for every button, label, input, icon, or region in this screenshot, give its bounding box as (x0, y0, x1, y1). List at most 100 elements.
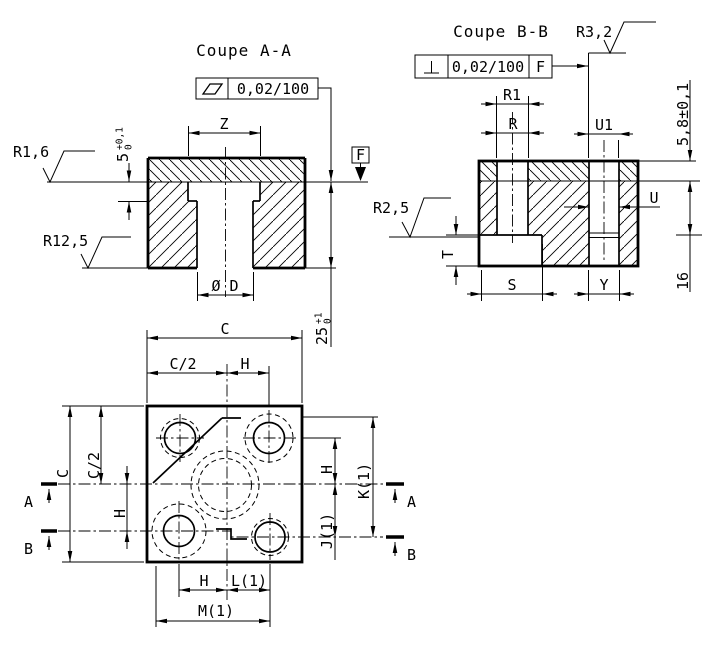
aa-body-hatch (148, 182, 305, 268)
dim-label-z: Z (219, 115, 228, 133)
aa-top-band-hatch (148, 158, 305, 182)
cut-marker-b-left: B (24, 529, 57, 558)
dim-label-u1: U1 (595, 116, 613, 134)
plan-dim-h-right: H (303, 437, 341, 484)
plan-dim-h-bottom: H (178, 564, 227, 597)
dim-height25-upper-tol: +1 (314, 312, 325, 324)
dim-label-c2-top: C/2 (169, 355, 196, 373)
perpendicularity-value: 0,02/100 (452, 58, 524, 76)
dim-label-height25: 25 (313, 327, 331, 345)
cut-marker-a-right: A (386, 482, 416, 511)
roughness-r125-label: R12,5 (43, 232, 88, 250)
cut-label-b-left: B (24, 540, 33, 558)
bb-dim-u1: U1 (574, 116, 633, 158)
dim-label-u: U (649, 189, 658, 207)
aa-dim-z: Z (188, 115, 261, 156)
hole-top-right (243, 410, 297, 466)
bb-part (477, 112, 640, 268)
dim-label-j1: J(1) (318, 513, 336, 549)
dim-height25-lower-tol: 0 (323, 318, 334, 324)
dim-label-h-left: H (111, 509, 129, 518)
dim-label-l1: L(1) (231, 572, 267, 590)
roughness-icon (603, 21, 656, 55)
dim-label-t: T (439, 250, 457, 259)
cut-label-a-right: A (407, 493, 416, 511)
hole-top-left (156, 414, 204, 462)
roughness-r32-label: R3,2 (576, 23, 612, 41)
roughness-r25-label: R2,5 (373, 199, 409, 217)
dim-label-depth5: 5 (114, 153, 132, 162)
bb-dim-16: 16 (674, 181, 702, 292)
plan-view: C C/2 H C C/2 H (24, 320, 416, 627)
bb-dim-t: T (439, 216, 480, 285)
dim-depth5-upper-tol: +0,1 (115, 127, 126, 150)
datum-f-flag: F (351, 146, 370, 181)
dim-label-r: R (508, 115, 518, 133)
roughness-r16-label: R1,6 (13, 143, 49, 161)
roughness-r25: R2,5 (373, 197, 479, 239)
dim-label-16: 16 (674, 272, 692, 290)
plan-dim-m1: M(1) (155, 566, 270, 627)
perpendicularity-datum: F (536, 58, 545, 76)
roughness-r125: R12,5 (43, 232, 131, 270)
dim-label-y: Y (599, 276, 608, 294)
dim-label-h-bottom: H (199, 572, 208, 590)
flatness-icon (201, 83, 224, 95)
aa-dim-depth5: 5 +0,1 0 (114, 127, 148, 220)
bb-dim-r1: R1 (481, 86, 544, 158)
cut-line-b (58, 530, 383, 538)
plan-dim-h-top: H (227, 355, 270, 406)
flatness-frame: 0,02/100 (195, 77, 334, 181)
plan-dim-j1: J(1) (318, 484, 338, 560)
datum-f-label: F (356, 146, 365, 164)
dim-label-k1: K(1) (355, 463, 373, 499)
cut-marker-a-left: A (24, 482, 57, 511)
flatness-value: 0,02/100 (237, 80, 309, 98)
bb-dim-u: U (564, 189, 660, 210)
plan-dim-k1: K(1) (303, 416, 378, 537)
dim-label-c-top: C (220, 320, 229, 338)
bb-dim-y: Y (574, 270, 634, 301)
perpendicularity-icon (424, 61, 439, 74)
section-bb-view: Coupe B-B 0,02/100 F R3,2 (373, 21, 702, 301)
aa-part (47, 147, 368, 297)
section-aa-view: Coupe A-A 0,02/100 (13, 41, 370, 347)
section-bb-title: Coupe B-B (453, 22, 549, 41)
aa-dim-height25: 25 +1 0 (313, 182, 334, 347)
cut-label-a-left: A (24, 493, 33, 511)
plan-dim-h-left: H (111, 466, 130, 549)
chamfer-edge (152, 417, 223, 484)
cut-label-b-right: B (407, 546, 416, 564)
bb-dim-s: S (467, 244, 557, 301)
dim-label-d: Ø D (211, 277, 238, 295)
bb-body-hatch (479, 181, 638, 266)
dim-label-c2-left: C/2 (85, 452, 103, 479)
plan-dim-c2-top: C/2 (147, 355, 227, 376)
dim-label-r1: R1 (503, 86, 521, 104)
plan-dim-c-top: C (146, 320, 303, 403)
dim-depth5-lower-tol: 0 (124, 144, 135, 150)
dim-label-h-top: H (240, 355, 249, 373)
dim-label-m1: M(1) (198, 602, 234, 620)
dim-label-s: S (507, 276, 516, 294)
roughness-icon (42, 150, 95, 184)
aa-dim-diameter: Ø D (197, 272, 254, 301)
section-aa-title: Coupe A-A (196, 41, 292, 60)
perpendicularity-frame: 0,02/100 F (414, 54, 588, 79)
dim-label-c-left: C (54, 469, 72, 478)
roughness-r32: R3,2 (576, 21, 656, 158)
dim-label-band58: 5,8±0,1 (674, 83, 692, 146)
plan-dim-c2-left: C/2 (85, 406, 104, 484)
datum-triangle-icon (355, 167, 366, 181)
bb-dim-r: R (481, 115, 544, 136)
roughness-icon (80, 236, 131, 270)
roughness-icon (401, 197, 451, 239)
plan-part (58, 364, 383, 600)
plan-dim-l1: L(1) (227, 564, 271, 627)
dim-label-h-right: H (318, 465, 336, 474)
roughness-r16: R1,6 (13, 143, 95, 184)
center-counterbore (190, 450, 260, 520)
